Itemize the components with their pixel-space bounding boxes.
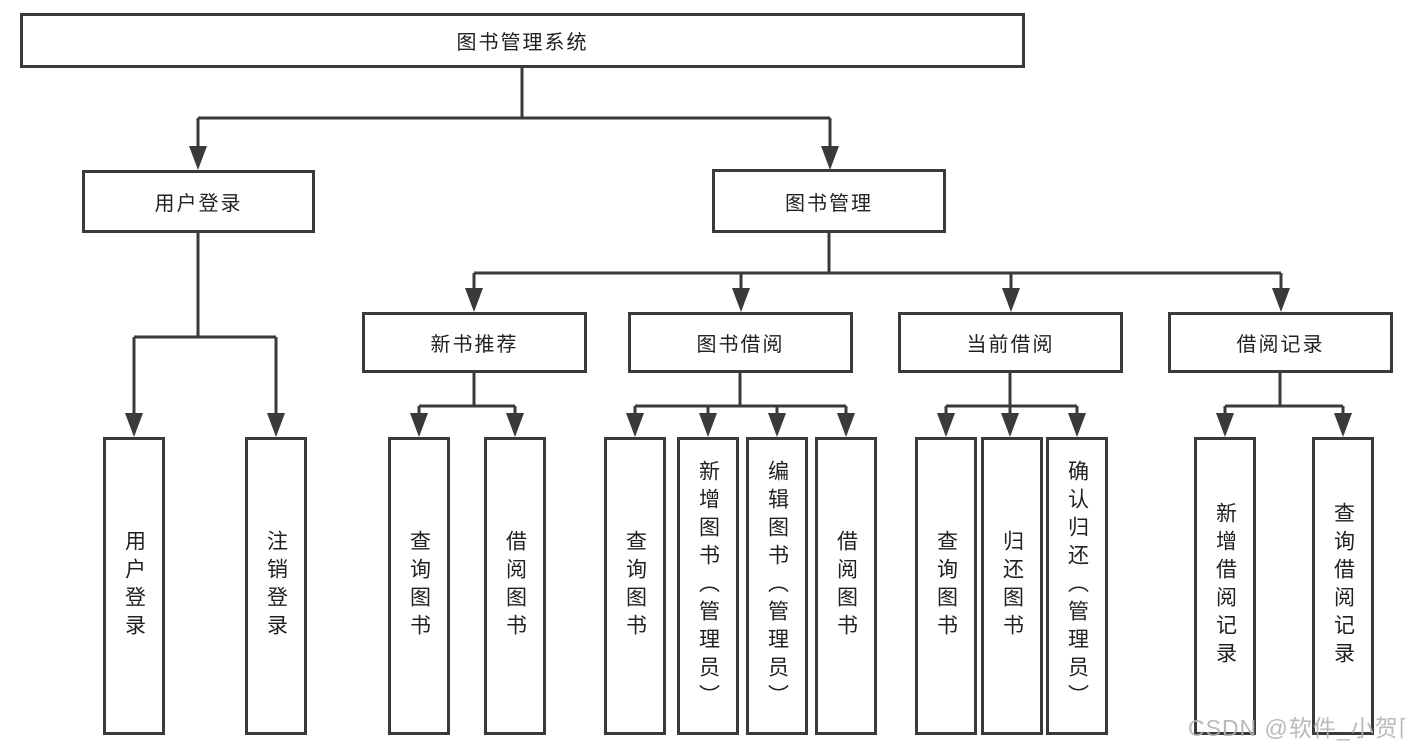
arrowhead-icon [1068, 413, 1086, 437]
leaf-query-books-current: 查询图书 [915, 437, 977, 735]
arrowhead-icon [626, 413, 644, 437]
node-new-books: 新书推荐 [362, 312, 587, 373]
arrowhead-icon [1334, 413, 1352, 437]
leaf-query-borrow-record: 查询借阅记录 [1312, 437, 1374, 735]
arrowhead-icon [410, 413, 428, 437]
arrowhead-icon [125, 413, 143, 437]
node-root: 图书管理系统 [20, 13, 1025, 68]
arrowhead-icon [1272, 288, 1290, 312]
leaf-query-books-recommend: 查询图书 [388, 437, 450, 735]
node-borrowing-records: 借阅记录 [1168, 312, 1393, 373]
arrowhead-icon [267, 413, 285, 437]
arrowhead-icon [506, 413, 524, 437]
leaf-logout: 注销登录 [245, 437, 307, 735]
edges-book-borrowing-children [626, 373, 855, 437]
edges-book-management-to-level3 [465, 232, 1290, 312]
arrowhead-icon [768, 413, 786, 437]
leaf-query-books-borrowing: 查询图书 [604, 437, 666, 735]
leaf-add-borrow-record: 新增借阅记录 [1194, 437, 1256, 735]
arrowhead-icon [937, 413, 955, 437]
leaf-user-login: 用户登录 [103, 437, 165, 735]
edges-root-to-level2 [189, 68, 839, 170]
edges-new-books-children [410, 373, 524, 437]
leaf-borrow-books-borrowing: 借阅图书 [815, 437, 877, 735]
csdn-watermark: CSDN @软件_小贺同学 [1188, 715, 1405, 741]
arrowhead-icon [1001, 413, 1019, 437]
leaf-add-books-admin: 新增图书（管理员） [677, 437, 739, 735]
arrowhead-icon [189, 146, 207, 170]
leaf-confirm-return-admin: 确认归还（管理员） [1046, 437, 1108, 735]
edges-current-borrowing-children [937, 373, 1086, 437]
leaf-edit-books-admin: 编辑图书（管理员） [746, 437, 808, 735]
edges-borrowing-records-children [1216, 373, 1352, 437]
arrowhead-icon [732, 288, 750, 312]
node-current-borrowing: 当前借阅 [898, 312, 1123, 373]
arrowhead-icon [699, 413, 717, 437]
arrowhead-icon [465, 288, 483, 312]
node-user-login: 用户登录 [82, 170, 315, 233]
arrowhead-icon [837, 413, 855, 437]
node-book-management: 图书管理 [712, 169, 946, 233]
arrowhead-icon [1216, 413, 1234, 437]
leaf-borrow-books-recommend: 借阅图书 [484, 437, 546, 735]
node-book-borrowing: 图书借阅 [628, 312, 853, 373]
arrowhead-icon [1002, 288, 1020, 312]
leaf-return-books: 归还图书 [981, 437, 1043, 735]
arrowhead-icon [821, 146, 839, 170]
edges-user-login-children [125, 232, 285, 437]
